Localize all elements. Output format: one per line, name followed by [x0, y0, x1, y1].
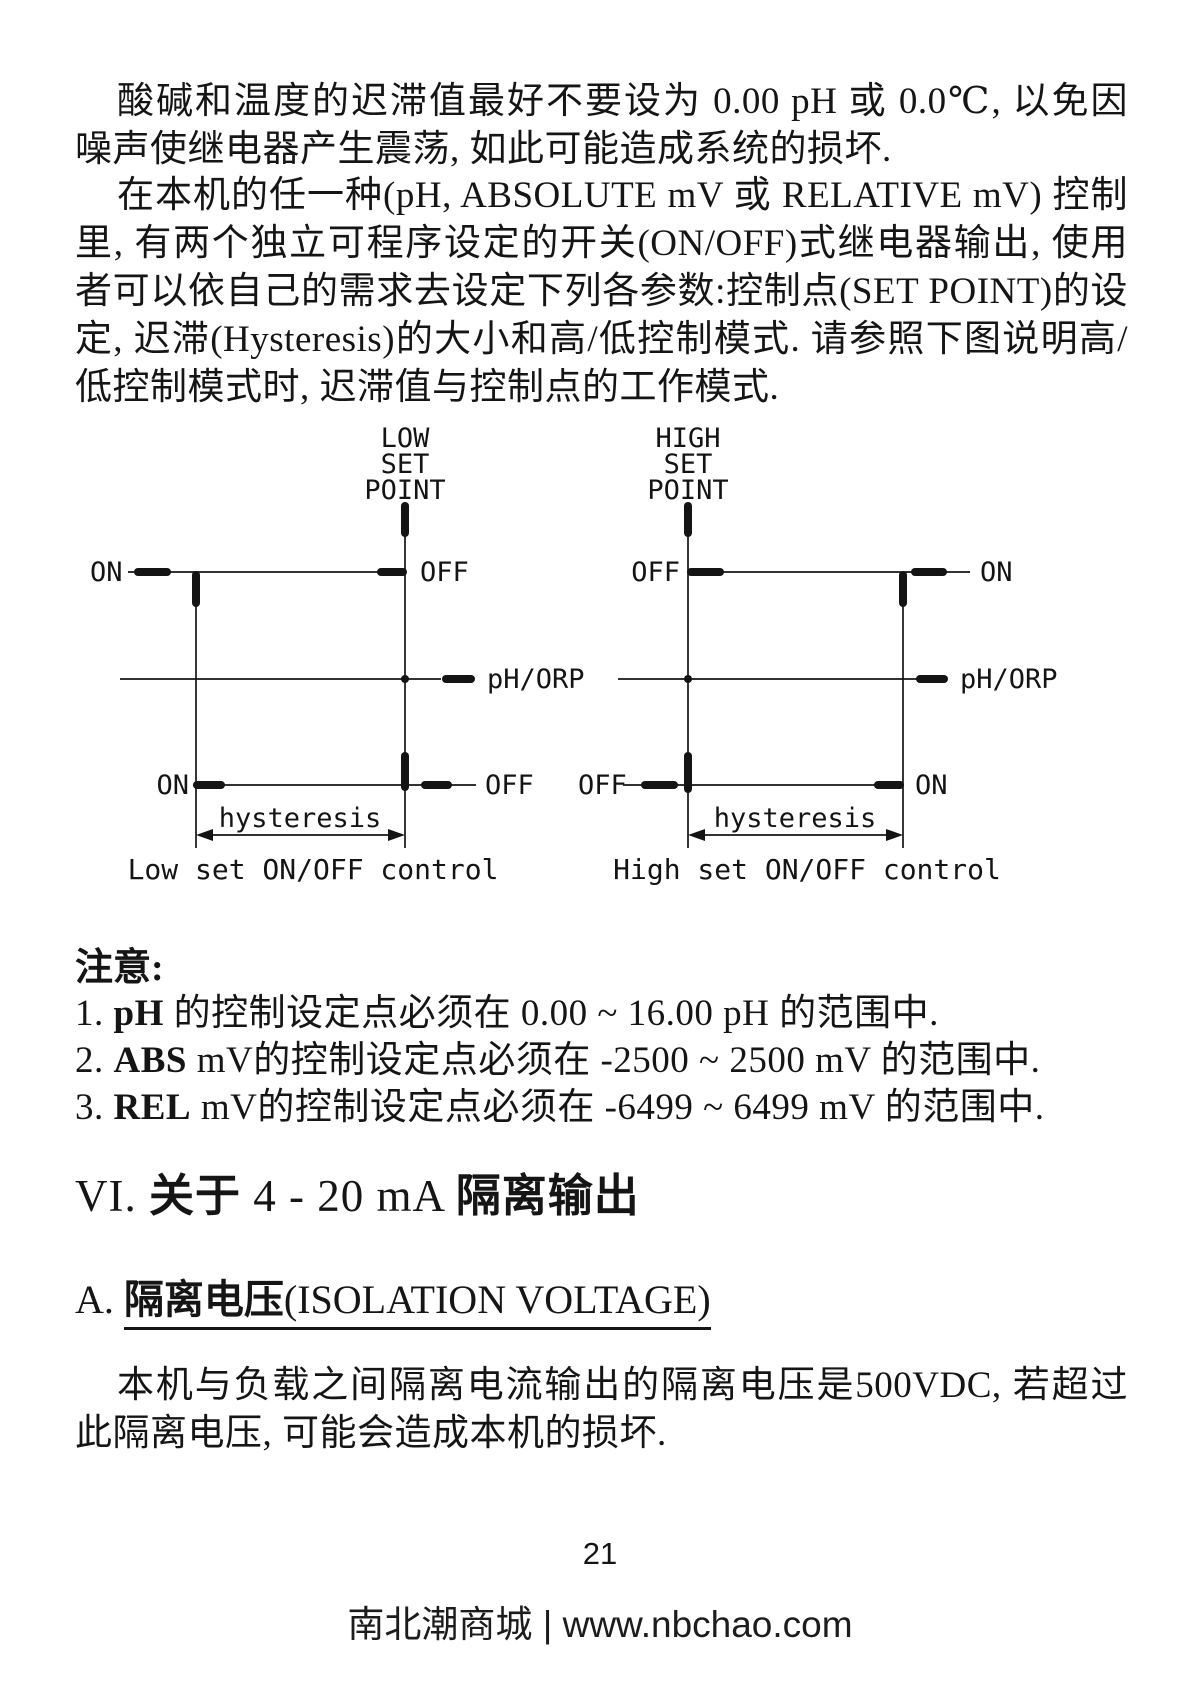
- high-top-left-label: OFF: [631, 557, 680, 588]
- note-item-3-text: mV的控制设定点必须在 -6499 ~ 6499 mV 的范围中.: [191, 1087, 1045, 1128]
- section-vi-number: VI.: [75, 1171, 149, 1221]
- low-top-left-label: ON: [90, 557, 123, 588]
- low-ph-orp-axis: pH/ORP: [120, 664, 585, 695]
- note-item-3: 3. REL mV的控制设定点必须在 -6499 ~ 6499 mV 的范围中.: [75, 1084, 1128, 1131]
- low-diagram-caption: Low set ON/OFF control: [128, 853, 499, 886]
- low-bottom-right-label: OFF: [485, 770, 534, 801]
- low-top-relay-line: ON OFF: [90, 557, 469, 607]
- low-axis-label: pH/ORP: [487, 664, 585, 695]
- high-bottom-right-label: ON: [915, 770, 948, 801]
- note-item-1-text: 的控制设定点必须在 0.00 ~ 16.00 pH 的范围中.: [163, 993, 939, 1034]
- high-hysteresis-label: hysteresis: [714, 803, 877, 834]
- low-set-point-label-line1: LOW: [381, 423, 431, 454]
- high-bottom-relay-line: OFF ON: [578, 752, 948, 801]
- high-top-relay-line: OFF ON: [631, 557, 1013, 607]
- note-item-2: 2. ABS mV的控制设定点必须在 -2500 ~ 2500 mV 的范围中.: [75, 1037, 1128, 1084]
- high-bottom-left-label: OFF: [578, 770, 627, 801]
- note-item-1-number: 1.: [75, 993, 114, 1034]
- note-item-2-text: mV的控制设定点必须在 -2500 ~ 2500 mV 的范围中.: [186, 1040, 1041, 1081]
- subsection-a-title-en: (ISOLATION VOLTAGE): [283, 1277, 711, 1322]
- high-ph-orp-axis: pH/ORP: [618, 664, 1058, 695]
- high-set-point-label-line2: SET: [664, 449, 713, 480]
- low-set-point-label-line2: SET: [381, 449, 430, 480]
- high-top-right-label: ON: [980, 557, 1013, 588]
- note-item-1: 1. pH 的控制设定点必须在 0.00 ~ 16.00 pH 的范围中.: [75, 990, 1128, 1037]
- relay-description-paragraph: 在本机的任一种(pH, ABSOLUTE mV 或 RELATIVE mV) 控…: [75, 175, 1128, 408]
- section-vi-heading: VI. 关于 4 - 20 mA 隔离输出: [75, 1168, 640, 1224]
- note-item-1-tag: pH: [113, 993, 164, 1034]
- low-bottom-left-label: ON: [156, 770, 189, 801]
- section-vi-title-zh1: 关于: [148, 1171, 254, 1221]
- subsection-a-heading: A. 隔离电压(ISOLATION VOLTAGE): [75, 1274, 711, 1330]
- low-hysteresis-label: hysteresis: [219, 803, 382, 834]
- high-set-point-label-line1: HIGH: [655, 423, 720, 454]
- note-item-2-number: 2.: [75, 1040, 114, 1081]
- note-item-2-tag: ABS: [113, 1040, 187, 1081]
- low-bottom-relay-line: ON OFF: [156, 752, 534, 801]
- intro-paragraph: 酸碱和温度的迟滞值最好不要设为 0.00 pH 或 0.0℃, 以免因噪声使继电…: [75, 81, 1128, 170]
- high-set-point-label-line3: POINT: [647, 475, 728, 506]
- note-item-3-number: 3.: [75, 1087, 114, 1128]
- high-diagram-caption: High set ON/OFF control: [613, 853, 1001, 886]
- low-set-point-label-line3: POINT: [364, 475, 445, 506]
- high-set-diagram: HIGH SET POINT OFF ON pH/ORP OFF: [578, 423, 1058, 886]
- hysteresis-diagrams: LOW SET POINT ON OFF pH/ORP ON: [0, 415, 1200, 895]
- subsection-a-label: A.: [75, 1277, 124, 1322]
- note-item-3-tag: REL: [113, 1087, 192, 1128]
- low-top-right-label: OFF: [420, 557, 469, 588]
- note-title: 注意:: [75, 947, 164, 989]
- isolation-voltage-paragraph: 本机与负载之间隔离电流输出的隔离电压是500VDC, 若超过此隔离电压, 可能会…: [75, 1365, 1128, 1454]
- page-number: 21: [582, 1536, 618, 1571]
- high-hysteresis-dimension: hysteresis: [688, 803, 903, 841]
- low-hysteresis-dimension: hysteresis: [196, 803, 405, 841]
- high-axis-label: pH/ORP: [960, 664, 1058, 695]
- subsection-a-title-zh: 隔离电压: [123, 1277, 284, 1322]
- site-footer: 南北潮商城 | www.nbchao.com: [347, 1604, 853, 1645]
- section-vi-range: 4 - 20 mA: [253, 1171, 456, 1221]
- section-vi-title-zh2: 隔离输出: [455, 1171, 640, 1221]
- low-set-diagram: LOW SET POINT ON OFF pH/ORP ON: [90, 423, 585, 886]
